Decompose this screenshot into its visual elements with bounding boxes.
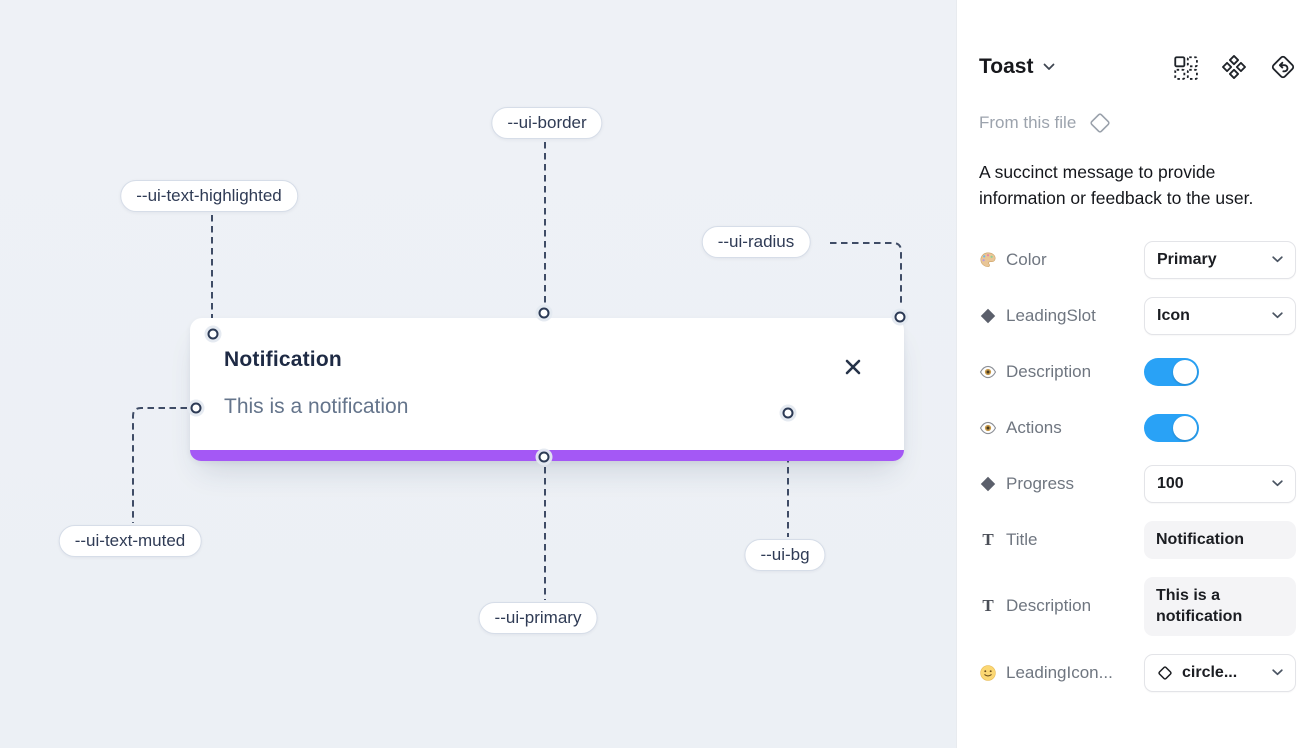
source-label: From this file: [979, 113, 1077, 132]
chevron-down-icon: [1044, 63, 1055, 70]
prop-row-leadingslot: LeadingSlot Icon: [979, 296, 1296, 335]
progress-dropdown[interactable]: 100: [1144, 464, 1296, 503]
diamond-icon: [980, 476, 996, 491]
prop-row-description-text: T Description This is a notification: [979, 576, 1296, 636]
prop-label-text: Description: [1006, 596, 1092, 616]
chevron-down-icon: [1272, 669, 1283, 676]
annotation-ui-border: --ui-border: [491, 107, 603, 139]
leadingicon-value: circle...: [1182, 663, 1238, 681]
text-icon: T: [982, 529, 994, 549]
description-textfield[interactable]: This is a notification: [1144, 576, 1296, 636]
prop-row-actions-toggle: Actions: [979, 409, 1296, 447]
prop-label-text: Progress: [1006, 473, 1075, 493]
color-value: Primary: [1157, 250, 1217, 268]
anchor-dot-bg: [782, 407, 794, 419]
color-dropdown[interactable]: Primary: [1144, 240, 1296, 279]
annotation-ui-bg: --ui-bg: [744, 539, 826, 571]
prop-row-title: T Title Notification: [979, 520, 1296, 559]
title-textfield[interactable]: Notification: [1144, 520, 1296, 559]
anchor-dot-text-highlighted: [207, 328, 219, 340]
text-icon: T: [982, 596, 994, 616]
prop-label-text: LeadingIcon...: [1006, 662, 1113, 682]
properties-panel: Toast From: [956, 0, 1312, 748]
diamond-icon: [980, 308, 996, 323]
diamond-outline-icon: [1158, 666, 1172, 680]
anchor-dot-radius: [894, 311, 906, 323]
diamond-outline-icon: [1090, 113, 1110, 133]
annotation-ui-text-highlighted: --ui-text-highlighted: [120, 180, 298, 212]
anchor-dot-primary: [538, 451, 550, 463]
component-title: Toast: [979, 55, 1034, 78]
prop-row-leadingicon: LeadingIcon... circle...: [979, 653, 1296, 692]
prop-label-text: Color: [1006, 249, 1047, 269]
leadingicon-dropdown[interactable]: circle...: [1144, 653, 1296, 692]
anchor-dot-text-muted: [190, 402, 202, 414]
chevron-down-icon: [1272, 256, 1283, 263]
palette-icon: [980, 252, 996, 267]
annotation-ui-radius: --ui-radius: [701, 226, 811, 258]
toast-description: This is a notification: [224, 395, 409, 418]
progress-value: 100: [1157, 474, 1184, 492]
component-description: A succinct message to provide informatio…: [979, 162, 1254, 208]
chevron-down-icon: [1272, 312, 1283, 319]
prop-row-color: Color Primary: [979, 240, 1296, 279]
component-selector[interactable]: Toast: [979, 55, 1055, 79]
prop-label-text: Actions: [1006, 417, 1062, 437]
prop-row-description-toggle: Description: [979, 353, 1296, 391]
property-list: Color Primary LeadingSlot Icon: [979, 240, 1296, 692]
toggle-knob: [1173, 359, 1197, 384]
square-dashed-grid-icon[interactable]: [1172, 54, 1198, 80]
leadingslot-dropdown[interactable]: Icon: [1144, 296, 1296, 335]
anchor-dot-border: [538, 307, 550, 319]
panel-header: Toast: [979, 54, 1296, 80]
component-set-icon[interactable]: [1221, 54, 1247, 80]
toggle-knob: [1173, 415, 1197, 440]
chevron-down-icon: [1272, 480, 1283, 487]
annotation-ui-primary: --ui-primary: [478, 602, 598, 634]
actions-toggle[interactable]: [1144, 413, 1199, 442]
toast-title: Notification: [224, 348, 342, 371]
leadingslot-value: Icon: [1157, 306, 1190, 324]
toast-close-button[interactable]: [842, 356, 864, 378]
smiley-icon: [980, 665, 996, 681]
prop-label-text: Description: [1006, 361, 1092, 381]
prop-label-text: LeadingSlot: [1006, 305, 1096, 325]
x-icon: [845, 359, 861, 375]
eye-icon: [979, 365, 997, 378]
toast-component[interactable]: Notification This is a notification: [190, 318, 904, 461]
return-to-component-icon[interactable]: [1270, 54, 1296, 80]
annotation-ui-text-muted: --ui-text-muted: [58, 525, 202, 557]
prop-row-progress: Progress 100: [979, 464, 1296, 503]
description-toggle[interactable]: [1144, 357, 1199, 386]
source-row: From this file: [979, 111, 1296, 135]
prop-label-text: Title: [1006, 529, 1038, 549]
eye-icon: [979, 421, 997, 434]
design-canvas: Notification This is a notification --ui…: [0, 0, 956, 748]
